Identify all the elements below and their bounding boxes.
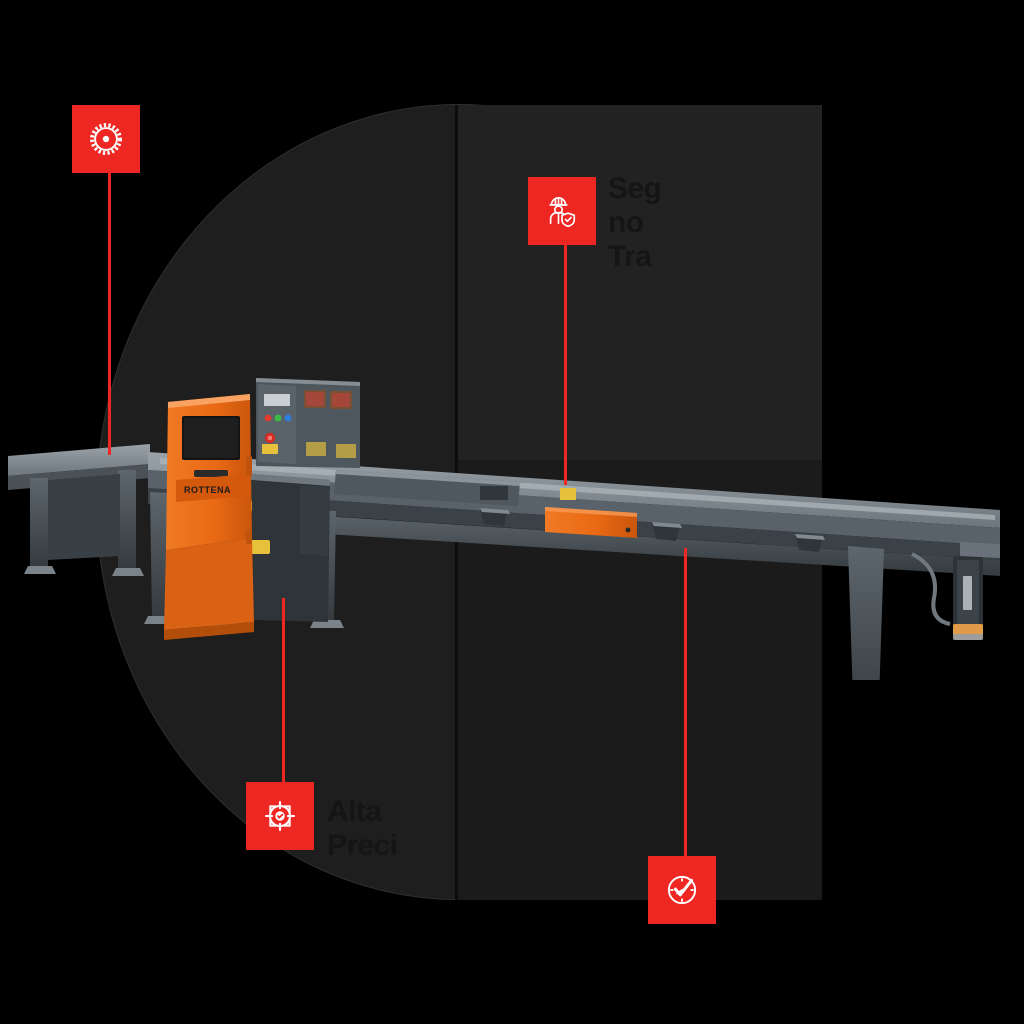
marker-connector-line [684, 548, 687, 856]
clock-check-icon [661, 869, 703, 911]
marker-connector-line [282, 598, 285, 782]
marker-label-precision: Alta Preci [327, 795, 398, 862]
machine-rail-clamps [480, 508, 825, 552]
marker-connector-line [564, 245, 567, 485]
target-crosshair-check-icon [259, 795, 301, 837]
product-illustration-saw-machine: ROTTENA [8, 378, 1000, 680]
marker-icon-box[interactable] [648, 856, 716, 924]
worker-helmet-shield-icon [541, 190, 583, 232]
svg-text:ROTTENA: ROTTENA [184, 485, 231, 495]
marker-icon-box[interactable] [246, 782, 314, 850]
machine-rail-housing [334, 470, 576, 506]
machine-control-cabinet [256, 378, 360, 468]
machine-left-table [8, 444, 150, 576]
marker-icon-box[interactable] [528, 177, 596, 245]
machine-end-pusher [911, 542, 1000, 640]
marker-label-safety: Seg no Tra [608, 172, 662, 273]
marker-icon-box[interactable] [72, 105, 140, 173]
circular-saw-blade-icon [85, 118, 127, 160]
marker-connector-line [108, 173, 111, 455]
machine-carriage-block [545, 507, 637, 538]
machine-operator-console: ROTTENA [164, 394, 254, 640]
